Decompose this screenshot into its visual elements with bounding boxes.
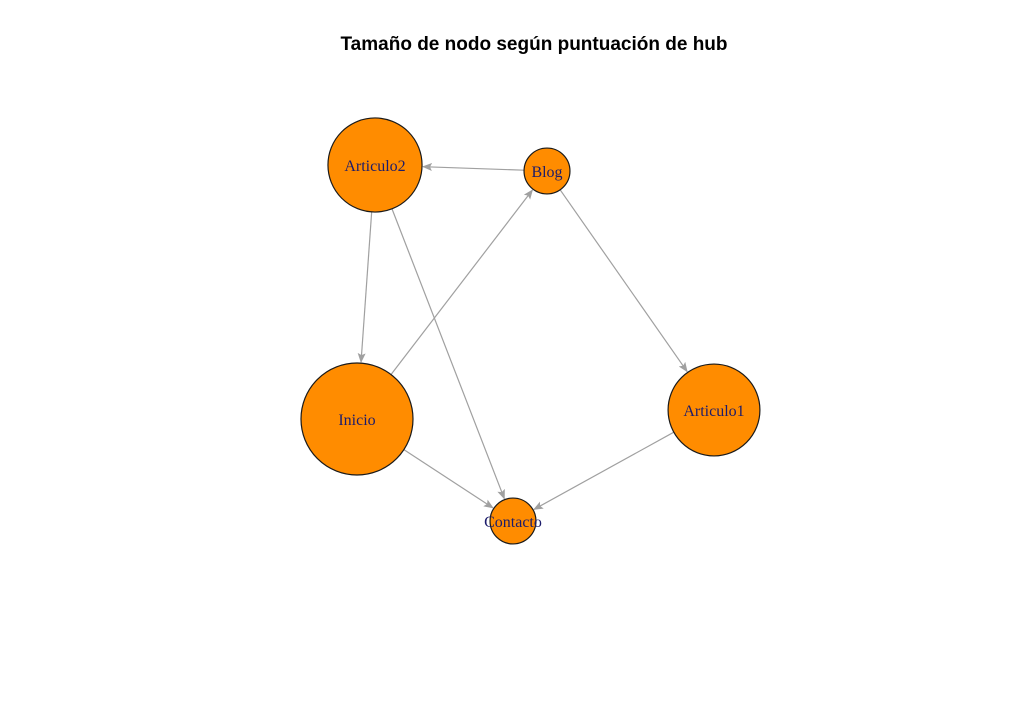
edge-articulo2-to-inicio bbox=[357, 211, 373, 364]
node-contacto: Contacto bbox=[484, 497, 542, 545]
node-label: Articulo1 bbox=[683, 403, 744, 420]
node-circle bbox=[489, 497, 537, 545]
plot-title: Tamaño de nodo según puntuación de hub bbox=[340, 34, 728, 55]
edge-blog-to-articulo2 bbox=[422, 162, 525, 171]
node-label: Blog bbox=[531, 164, 562, 181]
edge-blog-to-articulo1 bbox=[559, 189, 688, 373]
node-circle bbox=[523, 147, 571, 195]
node-circle bbox=[300, 362, 414, 476]
node-label: Inicio bbox=[338, 412, 375, 429]
node-circle bbox=[327, 117, 423, 213]
node-inicio: Inicio bbox=[300, 362, 414, 476]
node-blog: Blog bbox=[523, 147, 571, 195]
edge-articulo1-to-contacto bbox=[533, 431, 675, 510]
edge-articulo2-to-contacto bbox=[391, 208, 505, 500]
node-label: Articulo2 bbox=[344, 158, 405, 175]
node-label: Contacto bbox=[484, 514, 542, 531]
node-articulo1: Articulo1 bbox=[667, 363, 761, 457]
edge-inicio-to-contacto bbox=[403, 449, 494, 509]
node-articulo2: Articulo2 bbox=[327, 117, 423, 213]
edge-inicio-to-blog bbox=[390, 189, 534, 375]
node-circle bbox=[667, 363, 761, 457]
